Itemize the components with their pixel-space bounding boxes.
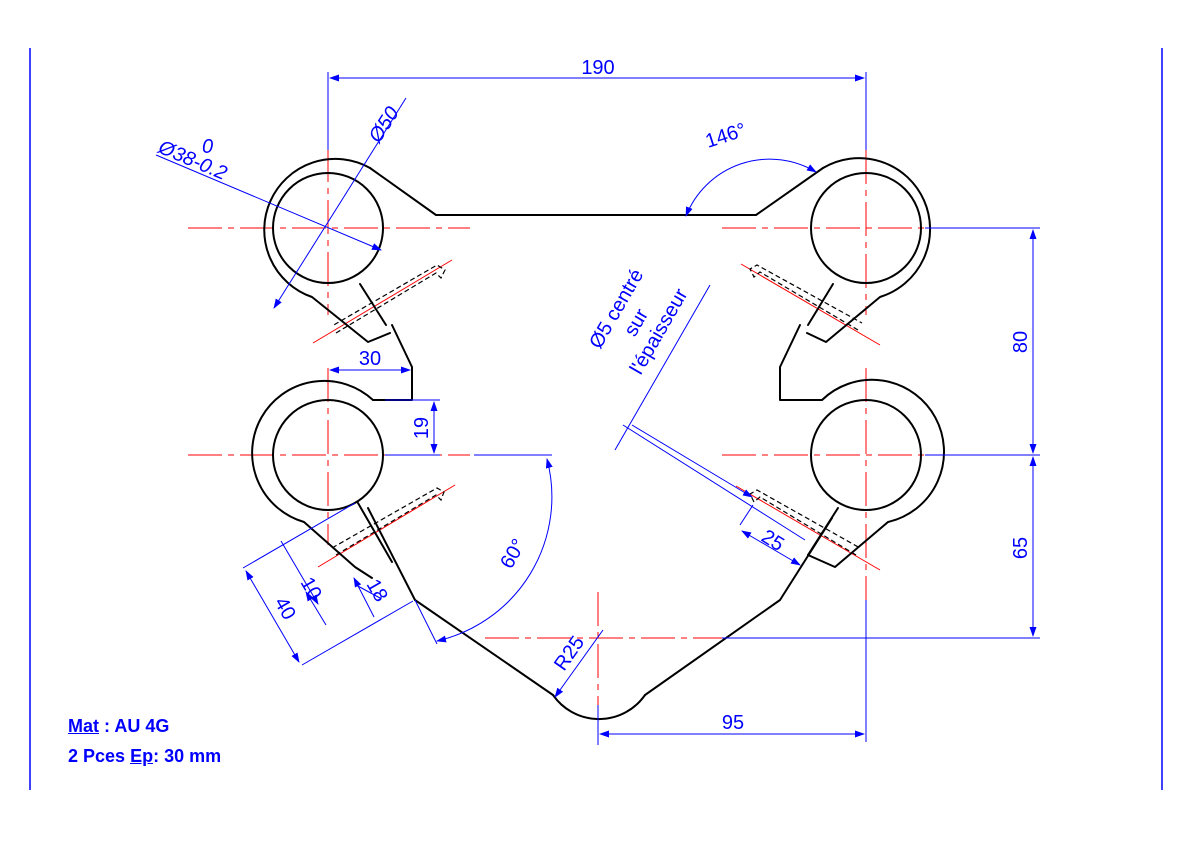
- dim-angle-60: 60°: [496, 535, 530, 572]
- dim-65: 65: [1010, 537, 1032, 559]
- dim-80: 80: [1010, 331, 1032, 353]
- center-lines: [188, 148, 1030, 745]
- material-label: Mat: [68, 716, 99, 736]
- material-value: : AU 4G: [99, 716, 170, 736]
- dim-angle-146: 146°: [703, 119, 749, 153]
- thickness-label: Ep: [130, 746, 154, 766]
- quantity-thickness-note: 2 Pces Ep: 30 mm: [68, 746, 221, 767]
- dim-19: 19: [411, 417, 433, 439]
- dim-95: 95: [722, 712, 744, 734]
- dim-dia-50: Ø50: [364, 103, 404, 148]
- part-outline: [251, 157, 946, 721]
- hole-note: Ø5 centré sur l'épaisseur: [585, 265, 692, 378]
- dim-tolerance-0: 0: [202, 136, 213, 158]
- hidden-holes: [331, 264, 863, 556]
- dim-25: 25: [757, 526, 788, 556]
- dim-dia-38: Ø38-0.2: [154, 136, 230, 185]
- thickness-value: : 30 mm: [153, 746, 222, 766]
- dim-30: 30: [359, 348, 381, 370]
- dim-10: 10: [296, 574, 326, 604]
- quantity-label: 2 Pces: [68, 746, 131, 766]
- material-note: Mat : AU 4G: [68, 716, 169, 737]
- dim-190: 190: [581, 57, 614, 79]
- dim-r25: R25: [550, 632, 589, 675]
- dimensions: [155, 72, 1040, 745]
